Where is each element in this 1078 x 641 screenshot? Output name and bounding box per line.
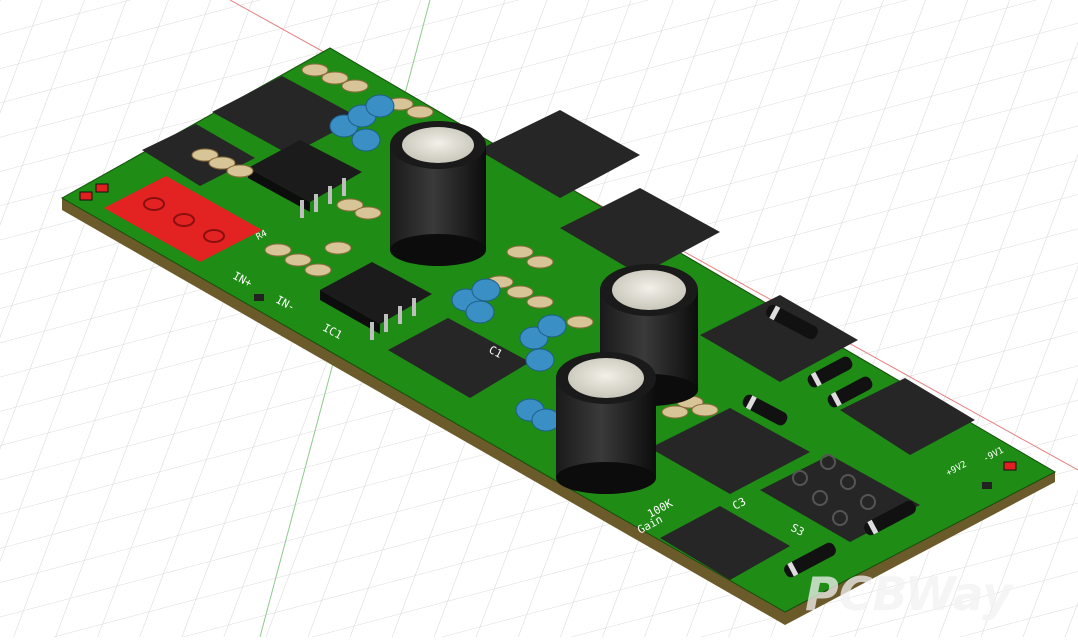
relay-blocks (142, 76, 975, 580)
watermark-logo: PCBWay (805, 567, 1014, 621)
output-connector-holes (143, 197, 225, 243)
electrolytic-capacitor-3 (556, 352, 656, 494)
output-connector-pad (104, 176, 262, 262)
label-c1: C1 (487, 343, 505, 361)
ic-chip-top (248, 140, 362, 218)
label-r4: R4 (255, 229, 269, 243)
terminal-pads (79, 183, 1017, 489)
label-c3: C3 (730, 495, 748, 513)
switch-holes (792, 454, 876, 526)
ic-chip-bottom (320, 262, 432, 340)
label-s3: S3 (789, 521, 807, 539)
electrolytic-capacitor-1 (390, 121, 486, 266)
ceramic-capacitors (329, 94, 567, 432)
diodes (742, 304, 916, 578)
